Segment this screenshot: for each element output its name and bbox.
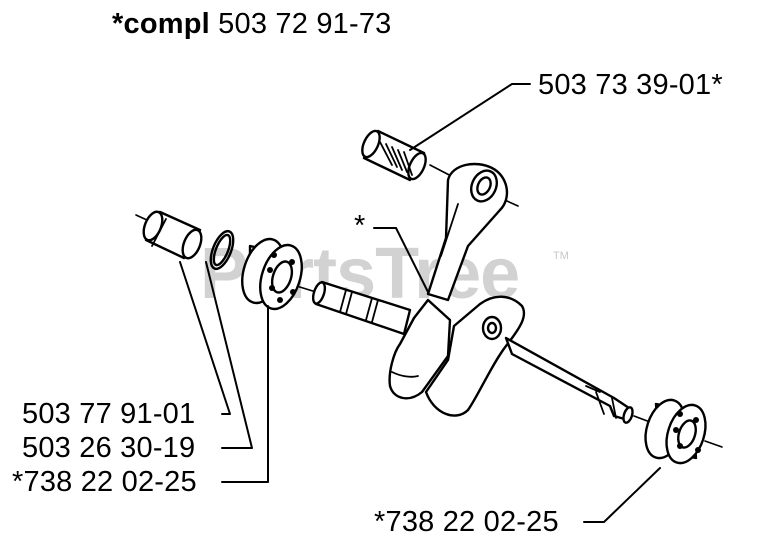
watermark-trademark: TM — [553, 250, 569, 262]
needle-bearing-top — [361, 129, 427, 182]
callout-o-ring[interactable]: 503 26 30-19 — [22, 432, 196, 464]
title-number: 503 72 91-73 — [218, 8, 392, 40]
crankshaft-taper-right — [504, 336, 634, 424]
callout-connecting-rod[interactable]: * — [354, 210, 366, 242]
o-ring — [209, 229, 235, 271]
callout-ball-bearing-right[interactable]: *738 22 02-25 — [374, 506, 559, 538]
assembly-title: *compl 503 72 91-73 — [112, 10, 391, 39]
ball-bearing-left — [241, 237, 303, 311]
crankshaft-stub-left — [311, 280, 412, 336]
crank-web — [388, 295, 526, 417]
title-prefix: *compl — [112, 8, 210, 40]
ball-bearing-right — [644, 398, 707, 465]
connecting-rod — [426, 162, 509, 302]
callout-ball-bearing-left[interactable]: *738 22 02-25 — [12, 466, 197, 498]
callout-needle-bearing[interactable]: 503 73 39-01* — [538, 69, 723, 101]
bushing-left — [142, 210, 203, 260]
callout-bushing[interactable]: 503 77 91-01 — [22, 398, 196, 430]
leader-lines — [179, 83, 661, 523]
